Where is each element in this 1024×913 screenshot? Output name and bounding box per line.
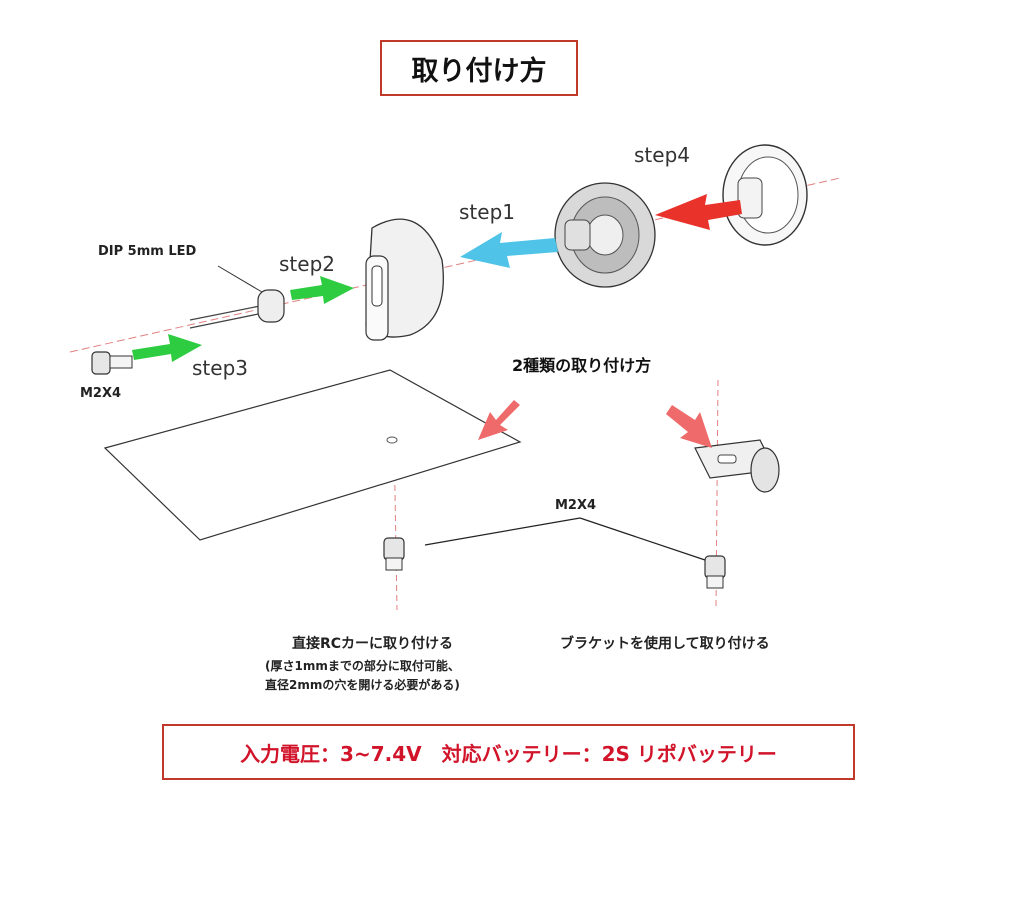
direct-mount-caption: 直接RCカーに取り付ける xyxy=(292,636,454,652)
step1-label: step1 xyxy=(459,200,515,224)
two-methods-heading: 2種類の取り付け方 xyxy=(512,356,652,375)
reflector xyxy=(554,182,656,288)
bracket-arrow-icon xyxy=(666,405,712,448)
bracket xyxy=(694,439,780,493)
spec-banner: 入力電圧：3~7.4V 対応バッテリー：2S リポバッテリー xyxy=(162,724,855,780)
page-title: 取り付け方 xyxy=(380,40,578,96)
bracket-mount-caption: ブラケットを使用して取り付ける xyxy=(560,636,770,652)
screw-center-label: M2X4 xyxy=(555,498,597,513)
vertical-guide-left xyxy=(392,374,398,611)
leader-line-right xyxy=(579,517,706,561)
step3-arrow-icon xyxy=(132,334,202,362)
step1-arrow-icon xyxy=(460,232,558,268)
screw-right xyxy=(704,555,726,589)
led-label: DIP 5mm LED xyxy=(98,244,197,259)
lamp-housing xyxy=(365,218,444,341)
screw-left xyxy=(91,351,133,375)
led-component xyxy=(189,265,285,329)
step4-arrow-icon xyxy=(655,194,742,230)
direct-mount-note: (厚さ1mmまでの部分に取付可能、 直径2mmの穴を開ける必要がある) xyxy=(265,657,460,695)
mounting-plate xyxy=(103,369,522,541)
plate-arrow-icon xyxy=(478,400,520,440)
leader-line-left xyxy=(424,517,581,546)
step4-label: step4 xyxy=(634,143,690,167)
screw-center xyxy=(383,537,405,571)
direct-mount-note-line1: (厚さ1mmまでの部分に取付可能、 xyxy=(265,659,460,673)
step2-label: step2 xyxy=(279,252,335,276)
lens-ring xyxy=(722,144,808,246)
plate-hole xyxy=(386,436,398,444)
screw-left-label: M2X4 xyxy=(80,386,122,401)
step2-arrow-icon xyxy=(290,276,354,304)
step3-label: step3 xyxy=(192,356,248,380)
direct-mount-note-line2: 直径2mmの穴を開ける必要がある) xyxy=(265,678,460,692)
